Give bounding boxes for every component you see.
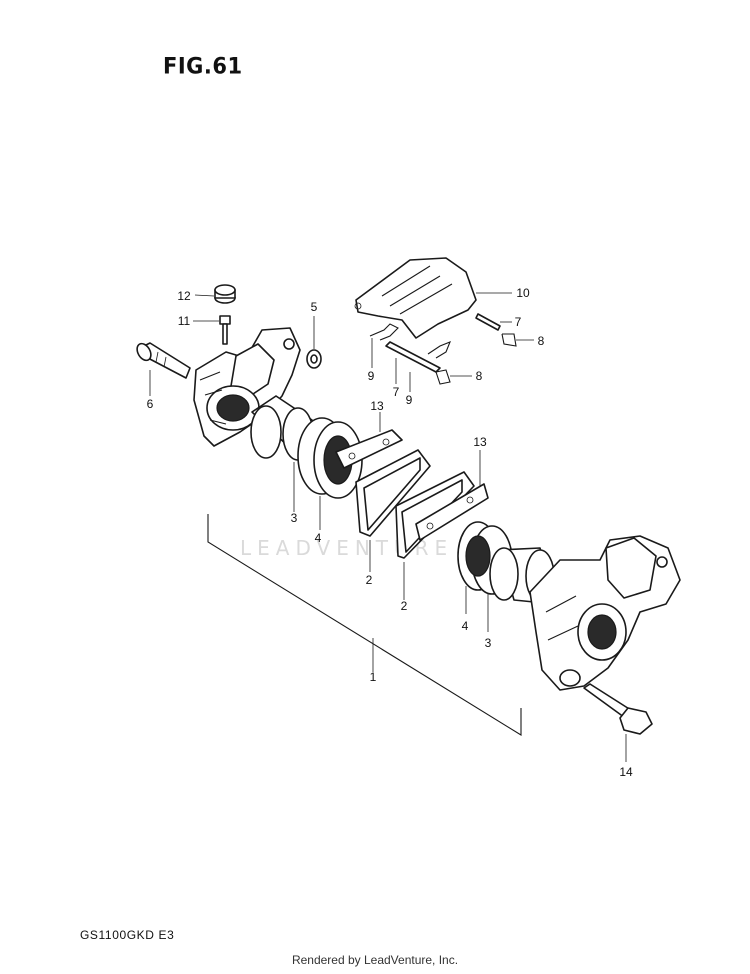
callout-3-right: 3 (484, 636, 492, 650)
caliper-body-inner (193, 327, 301, 447)
callout-3-left: 3 (290, 511, 298, 525)
pad-spring-clip-left (369, 323, 399, 341)
callout-8-upper: 8 (537, 334, 545, 348)
callout-13-left: 13 (370, 399, 384, 413)
callout-4-right: 4 (461, 619, 469, 633)
pad-spring-clip-right (427, 341, 451, 359)
callout-7-lower: 7 (392, 385, 400, 399)
pad-shim-left (335, 429, 403, 469)
callout-12: 12 (177, 289, 191, 303)
caliper-bolt-left (136, 342, 191, 379)
callout-2-left: 2 (365, 573, 373, 587)
retaining-clip-lower (435, 369, 451, 385)
callout-1: 1 (369, 670, 377, 684)
model-code: GS1100GKD E3 (80, 928, 175, 942)
caliper-body-outer (529, 535, 681, 691)
callout-9-left: 9 (367, 369, 375, 383)
retaining-clip-upper (501, 333, 517, 347)
callout-8-lower: 8 (475, 369, 483, 383)
figure-title: FIG.61 (163, 53, 243, 79)
washer (306, 349, 322, 369)
leader-12 (194, 294, 215, 297)
bleeder-cap (214, 284, 236, 304)
pad-pin-upper (475, 313, 501, 331)
brake-pad-left (355, 449, 431, 537)
callout-7-upper: 7 (514, 315, 522, 329)
callout-5: 5 (310, 300, 318, 314)
callout-10: 10 (516, 286, 530, 300)
callout-9-right: 9 (405, 393, 413, 407)
callout-14: 14 (619, 765, 633, 779)
callout-2-right: 2 (400, 599, 408, 613)
piston-seal-left (297, 417, 363, 499)
assembly-bracket (207, 514, 522, 736)
callout-4-left: 4 (314, 531, 322, 545)
pad-cover (354, 257, 477, 339)
caliper-bolt-right (583, 683, 653, 735)
pad-pin-lower (385, 341, 441, 373)
footer-credit: Rendered by LeadVenture, Inc. (291, 953, 459, 967)
pad-shim-right (415, 483, 489, 541)
callout-11: 11 (177, 314, 191, 328)
bleeder-valve (219, 315, 231, 345)
callout-6: 6 (146, 397, 154, 411)
callout-13-right: 13 (473, 435, 487, 449)
